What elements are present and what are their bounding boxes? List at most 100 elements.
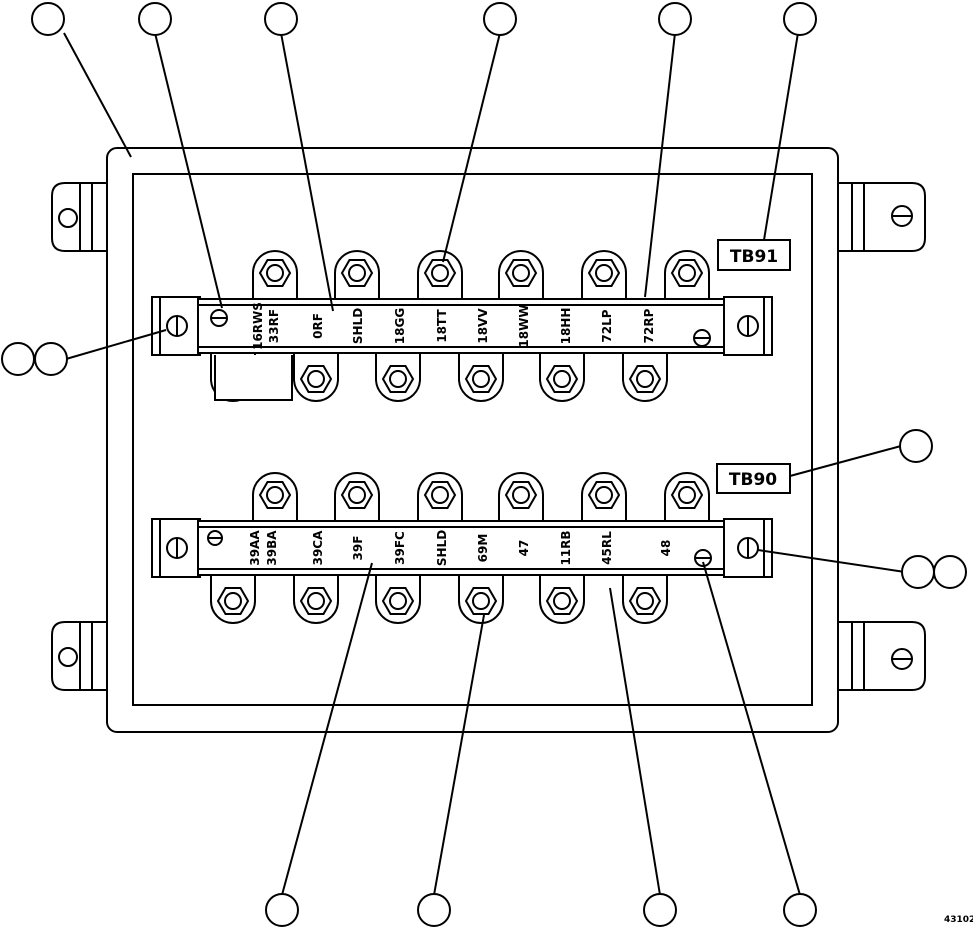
terminal-label: 18TT xyxy=(435,309,449,343)
leader-terminal-block-tb90 xyxy=(609,587,661,896)
hex-nut xyxy=(464,587,498,615)
leader-terminal-tb91 xyxy=(442,32,501,263)
hex-nut xyxy=(340,259,374,287)
mounting-tab-top-right xyxy=(838,182,926,252)
callout-circle xyxy=(933,555,967,589)
marker-strip xyxy=(197,520,725,576)
nut-washer xyxy=(512,264,530,282)
nut-washer xyxy=(595,486,613,504)
terminal-label: 48 xyxy=(659,540,673,557)
callout-circle xyxy=(265,893,299,927)
terminal-label: 72LP xyxy=(600,309,614,342)
hex-nut xyxy=(216,587,250,615)
leader-marker-strip-tb91 xyxy=(280,32,334,312)
nut-washer xyxy=(307,370,325,388)
leader-screw-tb91 xyxy=(154,32,223,309)
hex-nut xyxy=(258,481,292,509)
callout-circle xyxy=(783,2,817,36)
hex-nut xyxy=(670,481,704,509)
callout-circle xyxy=(1,342,35,376)
nut-washer xyxy=(678,264,696,282)
terminal-label: 0RF xyxy=(311,313,325,339)
hex-nut xyxy=(299,587,333,615)
terminal-label: 39BA xyxy=(265,530,279,566)
nut-washer xyxy=(553,370,571,388)
hex-nut xyxy=(545,365,579,393)
callout-circle xyxy=(138,2,172,36)
nut-washer xyxy=(595,264,613,282)
hex-nut xyxy=(423,259,457,287)
terminal-label: 18GG xyxy=(393,308,407,344)
tb90-tag-text: TB90 xyxy=(729,470,777,490)
nut-washer xyxy=(636,370,654,388)
callout-circle xyxy=(483,2,517,36)
callout-circle xyxy=(417,893,451,927)
junction-box-outer xyxy=(106,147,839,733)
leader-end-screw-tb90 xyxy=(757,549,906,573)
nut-washer xyxy=(553,592,571,610)
terminal-label: SHLD xyxy=(435,530,449,566)
mounting-tab-top-left xyxy=(51,182,107,252)
tb91-tag-text: TB91 xyxy=(730,247,778,267)
terminal-label: 33RF xyxy=(267,309,281,343)
leader-terminal-tb90 xyxy=(433,614,485,896)
extra-bracket xyxy=(214,355,293,401)
terminal-label: 39F xyxy=(351,536,365,561)
hex-nut xyxy=(423,481,457,509)
hex-nut xyxy=(381,365,415,393)
hex-nut xyxy=(464,365,498,393)
terminal-label: 72RP xyxy=(642,308,656,343)
nut-washer xyxy=(348,264,366,282)
terminal-label: 69M xyxy=(476,534,490,563)
terminal-board-tb91 xyxy=(151,250,773,402)
callout-circle xyxy=(31,2,65,36)
leader-terminal-block-tb91 xyxy=(644,32,676,298)
nut-washer xyxy=(224,592,242,610)
nut-washer xyxy=(389,370,407,388)
terminal-label: 39CA xyxy=(311,530,325,566)
terminal-label: 45RL xyxy=(600,531,614,565)
nut-washer xyxy=(472,592,490,610)
figure-number: 43102 xyxy=(944,915,973,925)
nut-washer xyxy=(307,592,325,610)
terminal-label: 39AA xyxy=(248,530,262,566)
hex-nut xyxy=(381,587,415,615)
hex-nut xyxy=(587,481,621,509)
nut-washer xyxy=(678,486,696,504)
leader-marker-strip-tb90 xyxy=(281,562,373,896)
nut-washer xyxy=(431,264,449,282)
junction-box-inner xyxy=(132,173,813,706)
terminal-label: 47 xyxy=(517,540,531,557)
nut-washer xyxy=(636,592,654,610)
terminal-label: 16RWS xyxy=(251,302,265,350)
hex-nut xyxy=(670,259,704,287)
leader-tag-tb91 xyxy=(763,32,799,241)
leader-screw-tb90 xyxy=(702,561,801,896)
terminal-label: 18WW xyxy=(517,304,531,347)
callout-circle xyxy=(901,555,935,589)
leader-box xyxy=(63,32,132,158)
nut-washer xyxy=(266,486,284,504)
hex-nut xyxy=(299,365,333,393)
callout-circle xyxy=(264,2,298,36)
callout-leaders xyxy=(63,32,906,896)
hex-nut xyxy=(258,259,292,287)
terminal-label: SHLD xyxy=(351,308,365,344)
leader-end-screw-tb91 xyxy=(65,329,167,360)
hex-nut xyxy=(628,365,662,393)
hex-nut xyxy=(504,259,538,287)
nut-washer xyxy=(266,264,284,282)
hex-nut xyxy=(628,587,662,615)
hex-nut xyxy=(545,587,579,615)
mounting-tabs xyxy=(51,182,926,691)
marker-strip xyxy=(197,298,725,354)
callout-circle xyxy=(899,429,933,463)
nut-washer xyxy=(348,486,366,504)
nut-washer xyxy=(389,592,407,610)
terminal-label: 39FC xyxy=(393,531,407,565)
nut-washer xyxy=(472,370,490,388)
